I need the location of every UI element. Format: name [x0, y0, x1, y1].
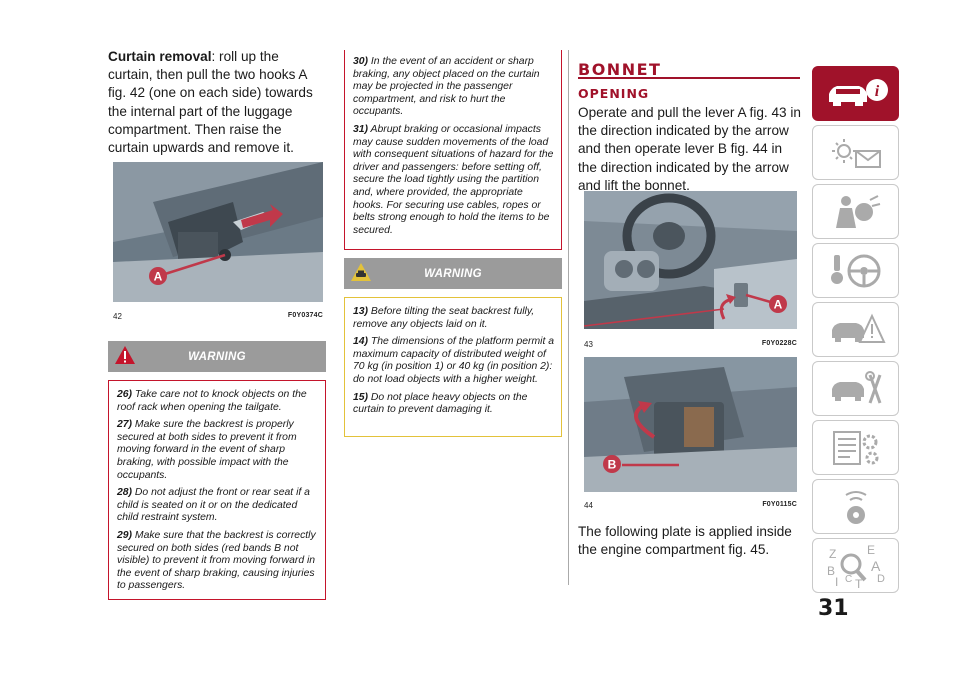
tab-maintenance[interactable] [812, 361, 899, 416]
index-letter: A [871, 558, 881, 574]
section-title-bonnet: BONNET [578, 60, 662, 79]
figure-43-image: A [584, 191, 797, 329]
warning-item: 26) Take care not to knock objects on th… [117, 389, 319, 414]
fig44-callout-b: B [608, 458, 617, 472]
warning-item: 13) Before tilting the seat backrest ful… [353, 306, 555, 331]
figure-44-image: B [584, 357, 797, 492]
warning-band-2: WARNING [344, 258, 562, 289]
engine-lever-illustration: B [584, 357, 797, 492]
figure-44-code: F0Y0115C [762, 501, 797, 508]
figure-42-number: 42 [113, 312, 122, 321]
figure-42-code: F0Y0374C [287, 312, 323, 319]
warning-car-icon [351, 263, 371, 281]
warning-item-text: Do not adjust the front or rear seat if … [117, 487, 310, 524]
figure-43-number: 43 [584, 340, 593, 349]
warning-item: 28) Do not adjust the front or rear seat… [117, 487, 319, 525]
warning-box-2: 13) Before tilting the seat backrest ful… [344, 297, 562, 437]
warning-title-2: WARNING [424, 267, 482, 280]
tab-safety[interactable] [812, 184, 899, 239]
warning-box-1: 26) Take care not to knock objects on th… [108, 380, 326, 600]
index-letter: E [867, 544, 875, 557]
warning-item-text: Make sure the backrest is properly secur… [117, 419, 297, 481]
curtain-removal-paragraph: Curtain removal: roll up the curtain, th… [108, 48, 326, 157]
curtain-removal-text: : roll up the curtain, then pull the two… [108, 49, 313, 156]
warning-item-text: Take care not to knock objects on the ro… [117, 389, 307, 413]
warning-item-number: 26) [117, 389, 133, 400]
tab-starting-driving[interactable] [812, 243, 899, 298]
warning-item: 29) Make sure that the backrest is corre… [117, 530, 319, 593]
warning-item-number: 15) [353, 391, 369, 403]
dashboard-lights-icon [831, 138, 881, 168]
warning-title-1: WARNING [188, 350, 246, 363]
warning-item: 31) Abrupt braking or occasional impacts… [353, 124, 555, 237]
warning-item-number: 31) [353, 123, 369, 135]
warning-triangle-icon [115, 346, 135, 364]
figure-42-image: A [113, 162, 323, 302]
curtain-removal-heading: Curtain removal [108, 49, 212, 64]
figure-42-caption: 42 F0Y0374C [113, 312, 323, 321]
safety-airbag-icon [835, 194, 880, 228]
tab-car-info[interactable]: i [812, 66, 899, 121]
tab-technical-data[interactable] [812, 420, 899, 475]
warning-box-continued: 30) In the event of an accident or sharp… [344, 50, 562, 250]
fig42-callout-a: A [154, 270, 163, 284]
warning-item-text: In the event of an accident or sharp bra… [353, 56, 540, 118]
index-letter: D [877, 573, 885, 585]
warning-item: 15) Do not place heavy objects on the cu… [353, 392, 555, 417]
column-divider [568, 50, 569, 585]
warning-item-text: Do not place heavy objects on the curtai… [353, 391, 528, 416]
emergency-icon [831, 313, 886, 343]
figure-44-number: 44 [584, 501, 593, 510]
warning-item-number: 27) [117, 419, 133, 431]
tab-multimedia[interactable] [812, 479, 899, 534]
subsection-title-opening: OPENING [578, 86, 650, 101]
index-letter: T [855, 577, 863, 588]
figure-43-code: F0Y0228C [761, 340, 797, 347]
warning-item: 27) Make sure the backrest is properly s… [117, 419, 319, 482]
bonnet-opening-paragraph: Operate and pull the lever A fig. 43 in … [578, 105, 801, 193]
index-letter: C [845, 574, 852, 585]
fig43-callout-a: A [774, 298, 783, 312]
warning-item-number: 28) [117, 487, 133, 499]
index-letter: B [827, 564, 835, 578]
dashboard-lever-illustration: A [584, 191, 797, 329]
maintenance-icon [831, 370, 881, 404]
warning-item-number: 30) [353, 56, 369, 67]
section-title-rule [578, 77, 800, 79]
starting-driving-icon [830, 254, 880, 287]
warning-item-text: The dimensions of the platform permit a … [353, 336, 554, 385]
tab-index[interactable]: Z E A B C D T I [812, 538, 899, 593]
figure-44-caption: 44 F0Y0115C [584, 501, 797, 510]
technical-data-icon [832, 430, 878, 465]
warning-item-number: 13) [353, 306, 369, 317]
tab-emergency[interactable] [812, 302, 899, 357]
luggage-curtain-illustration: A [113, 162, 323, 302]
car-info-icon: i [828, 78, 888, 106]
index-letter: I [835, 575, 838, 588]
info-glyph: i [874, 83, 879, 100]
warning-item-number: 14) [353, 336, 369, 348]
warning-item: 30) In the event of an accident or sharp… [353, 56, 555, 119]
warning-item-text: Before tilting the seat backrest fully, … [353, 306, 535, 330]
tab-dashboard-lights[interactable] [812, 125, 899, 180]
index-letter: Z [829, 547, 836, 561]
warning-band-1: WARNING [108, 341, 326, 372]
index-icon: Z E A B C D T I [827, 544, 885, 588]
multimedia-icon [844, 490, 867, 524]
page-number: 31 [818, 596, 849, 621]
warning-item-text: Abrupt braking or occasional impacts may… [353, 123, 554, 236]
warning-item-text: Make sure that the backrest is correctly… [117, 529, 316, 592]
figure-43-caption: 43 F0Y0228C [584, 340, 797, 349]
warning-item: 14) The dimensions of the platform permi… [353, 336, 555, 386]
plate-paragraph: The following plate is applied inside th… [578, 524, 792, 558]
warning-item-number: 29) [117, 529, 133, 541]
